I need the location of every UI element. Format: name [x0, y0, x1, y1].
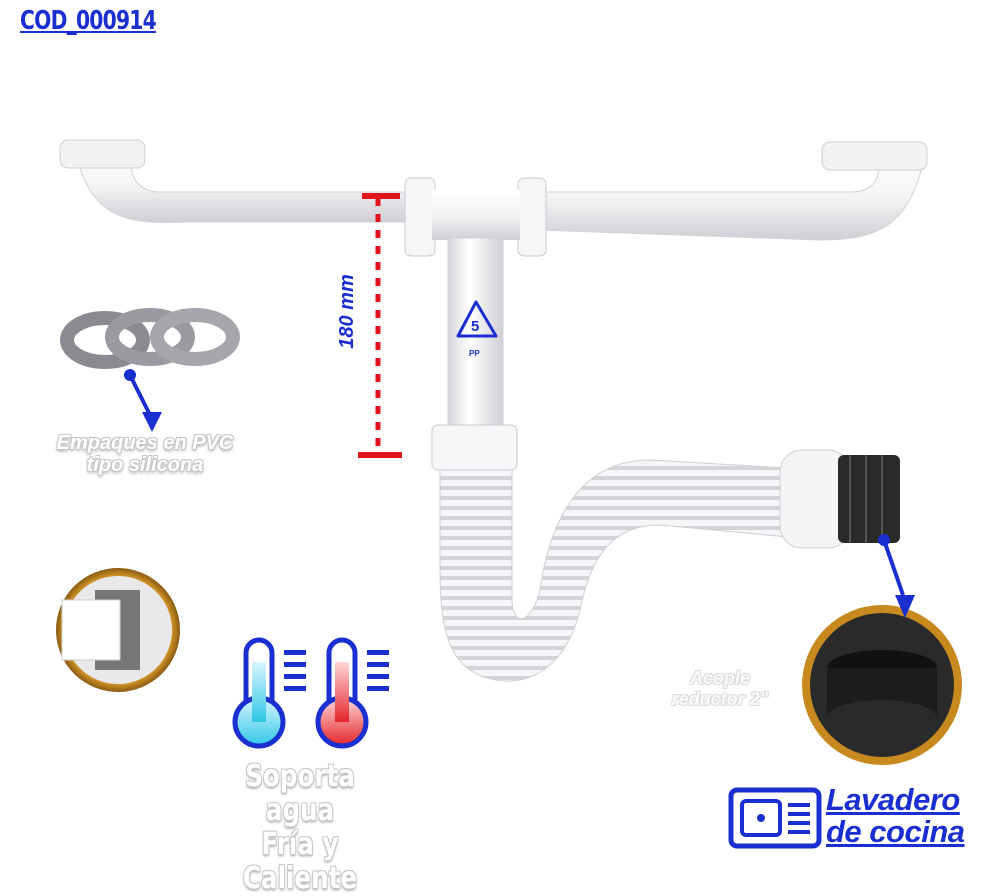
gaskets-line1: Empaques en PVC	[56, 432, 234, 454]
sink-icon	[728, 787, 822, 849]
dimension-marker	[358, 193, 402, 458]
gasket-rings-icon	[60, 308, 240, 369]
temperature-line1: Soporta agua	[245, 759, 355, 828]
product-code: COD_000914	[20, 6, 157, 36]
pipe-detail-circle	[56, 568, 180, 692]
dimension-label: 180 mm	[335, 274, 358, 349]
category-line1: Lavadero	[826, 782, 960, 817]
recycle-icon	[456, 300, 498, 338]
thermometer-cold-icon	[232, 637, 306, 749]
gaskets-line2: tipo silicona	[86, 454, 204, 476]
reducer-line1: Acople	[689, 668, 750, 688]
reducer-pointer-icon	[878, 534, 915, 618]
temperature-callout: Soporta agua Fría y Caliente	[214, 760, 386, 896]
reducer-callout: Acople reductor 2"	[640, 668, 800, 710]
right-elbow-pipe	[539, 141, 928, 241]
reducer-line2: reductor 2"	[671, 689, 769, 709]
thermometer-hot-icon	[315, 637, 389, 749]
category-line2: de cocina	[826, 814, 965, 849]
left-elbow-pipe	[59, 139, 421, 223]
gaskets-callout: Empaques en PVC tipo silicona	[30, 432, 260, 476]
reducer-detail-circle	[802, 605, 962, 765]
gasket-pointer-icon	[124, 369, 162, 432]
recycle-material: PP	[469, 349, 480, 358]
recycle-number: 5	[471, 318, 480, 335]
temperature-line2: Fría y Caliente	[242, 827, 358, 896]
